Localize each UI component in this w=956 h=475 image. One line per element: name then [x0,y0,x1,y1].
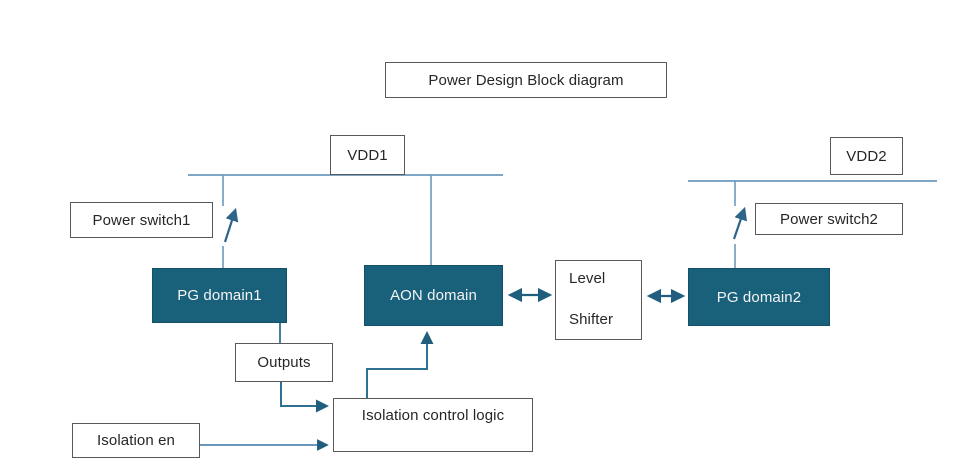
diagram-title-box: Power Design Block diagram [385,62,667,98]
aon-domain-box: AON domain [364,265,503,326]
power-switch1-label: Power switch1 [92,211,191,229]
isolation-en-box: Isolation en [72,423,200,458]
aon-domain-label: AON domain [390,287,477,304]
isolation-en-label: Isolation en [97,432,175,449]
level-shifter-label-line2: Shifter [569,311,614,328]
pg-domain1-label: PG domain1 [177,287,262,304]
outputs-box: Outputs [235,343,333,382]
vdd1-box: VDD1 [330,135,405,175]
outputs-label: Outputs [257,354,311,371]
level-shifter-box: Level Shifter [555,260,642,340]
vdd2-box: VDD2 [830,137,903,175]
power-switch2-box: Power switch2 [755,203,903,235]
isolation-control-logic-label: Isolation control logic [361,407,505,424]
vdd2-label: VDD2 [846,147,887,165]
pg-domain1-box: PG domain1 [152,268,287,323]
pg-domain2-label: PG domain2 [716,288,802,306]
isolation-control-logic-box: Isolation control logic [333,398,533,452]
power-switch2-label: Power switch2 [779,210,878,228]
switch2-blade-arrow [732,206,748,240]
pg-domain2-box: PG domain2 [688,268,830,326]
logic-to-aon-arrow [366,331,434,398]
vdd1-label: VDD1 [347,146,388,164]
power-switch1-box: Power switch1 [70,202,213,238]
diagram-title: Power Design Block diagram [428,71,624,89]
level-shifter-label-line1: Level [569,270,606,287]
outputs-to-isolation-arrow [280,382,329,413]
switch1-blade-arrow [223,207,239,243]
